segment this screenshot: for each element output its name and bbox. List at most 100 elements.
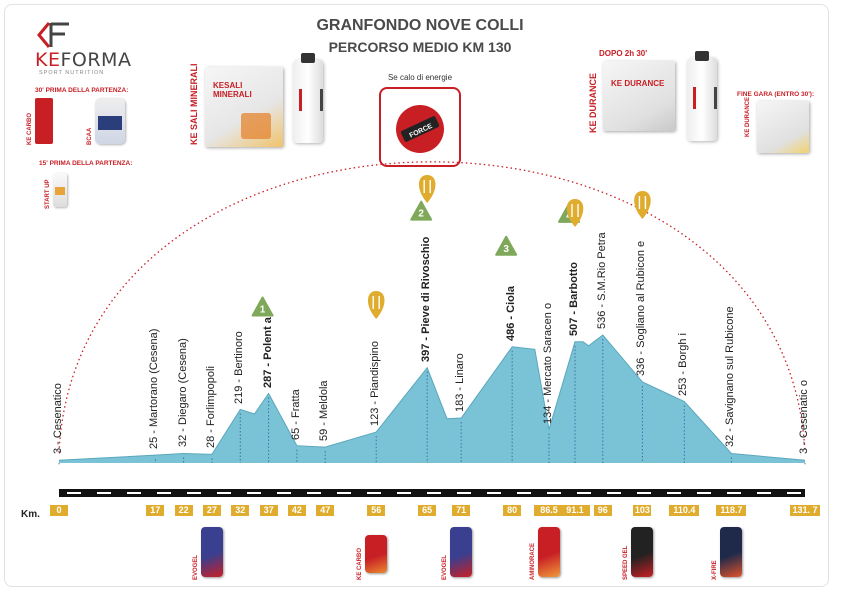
gel-product-label: AMINORACE — [529, 543, 536, 580]
feed-station-icon — [418, 175, 436, 203]
feed-station-markers — [367, 175, 651, 319]
km-label: 91.1 — [560, 505, 591, 516]
energy-label: Se calo di energie — [387, 73, 453, 82]
gel-product-image — [631, 527, 654, 577]
km-label: 80 — [503, 505, 522, 516]
location-label: 32 - Diegaro (Cesena) — [176, 338, 189, 448]
road-dash — [217, 492, 231, 494]
km-label: 96 — [593, 505, 612, 516]
feed-pin — [367, 291, 385, 319]
road-dashes — [67, 492, 801, 494]
road-dash — [757, 492, 771, 494]
pre-race-15-label: 15' PRIMA DELLA PARTENZA: — [39, 160, 133, 167]
fork-knife-glyph — [423, 180, 431, 193]
energy-product-box: FORCE — [379, 87, 461, 167]
road-dash — [277, 492, 291, 494]
location-label: 65 - Fratta — [289, 388, 302, 440]
location-label: 287 - Polent a — [261, 316, 274, 388]
location-label: 123 - Piandispino — [369, 341, 382, 427]
location-label: 3 - Cesenatic o — [798, 380, 810, 455]
climb-markers: 1234 — [251, 200, 581, 317]
gel-product-image — [450, 527, 473, 577]
brand-tagline: SPORT NUTRITION — [39, 70, 105, 76]
kesali-box-image: KESALI MINERALI — [205, 67, 283, 147]
road-dash — [247, 492, 261, 494]
road-dash — [547, 492, 561, 494]
brand-name: KEFORMA — [35, 49, 132, 71]
location-label: 253 - Borgh i — [677, 332, 690, 396]
durance-box-text: KE DURANCE — [611, 79, 665, 88]
keforma-logo-icon — [37, 22, 69, 48]
elevation-profile-area — [59, 335, 805, 463]
gel-product-image — [720, 527, 743, 577]
km-label: 42 — [287, 505, 306, 516]
ke-carbo-bar-image — [35, 98, 53, 144]
road-dash — [307, 492, 321, 494]
location-label: 507 - Barbotto — [568, 261, 581, 336]
road-dash — [157, 492, 171, 494]
location-label: 59 - Meldola — [318, 380, 331, 442]
force-sachet-icon: FORCE — [396, 105, 444, 153]
km-label: 17 — [146, 505, 165, 516]
fork-knife-glyph — [372, 296, 380, 309]
fork-knife-glyph — [571, 204, 579, 217]
feed-pin — [634, 191, 651, 219]
fine-gara-label: FINE GARA (ENTRO 30'): — [737, 91, 815, 98]
fork-knife-glyph — [638, 196, 647, 209]
km-label: 118.7 — [716, 505, 747, 516]
km-label: 27 — [202, 505, 221, 516]
road-dash — [727, 492, 741, 494]
km-label: 37 — [259, 505, 278, 516]
km-label: 47 — [316, 505, 335, 516]
route-profile-chart: 1234 — [58, 161, 806, 497]
road-dash — [637, 492, 651, 494]
km-label: 56 — [367, 505, 386, 516]
route-card: KEFORMA SPORT NUTRITION GRANFONDO NOVE C… — [4, 4, 829, 587]
page-title: GRANFONDO NOVE COLLI — [316, 17, 524, 34]
gel-product-label: EVOGEL — [192, 554, 199, 580]
location-label: 336 - Sogliano al Rubicon e — [635, 240, 648, 376]
durance-bottle-image — [687, 51, 717, 141]
road-dash — [607, 492, 621, 494]
bcaa-jar-image — [95, 98, 125, 144]
climb-triangle — [410, 200, 433, 221]
road-dash — [367, 492, 381, 494]
durance-small-box-image — [757, 101, 809, 153]
road-dash — [577, 492, 591, 494]
road-dash — [697, 492, 711, 494]
climb-triangle — [495, 235, 518, 256]
gel-product-label: SPEED GEL — [623, 545, 630, 580]
climb-triangle — [251, 296, 274, 317]
road-dash — [427, 492, 441, 494]
gel-product-image — [537, 527, 560, 577]
km-label: 71 — [452, 505, 471, 516]
climb-number: 3 — [503, 244, 509, 255]
km-label: 32 — [231, 505, 250, 516]
location-label: 183 - Linaro — [454, 353, 467, 412]
road-dash — [457, 492, 471, 494]
location-label: 397 - Pieve di Rivoschio — [420, 236, 433, 362]
location-label: 536 - S.M.Rio Petra — [595, 232, 608, 329]
km-axis-label: Km. — [21, 509, 40, 520]
road-dash — [487, 492, 501, 494]
feed-pin — [418, 175, 436, 203]
gel-product-label: KE CARBO — [357, 547, 364, 580]
road-dash — [667, 492, 681, 494]
climb-number: 2 — [418, 209, 424, 220]
location-label: 32 - Savignano sul Rubicone — [724, 306, 737, 448]
start-up-vial-image — [53, 173, 67, 207]
location-label: 3 - Cesenatico — [52, 383, 64, 455]
km-label: 110.4 — [669, 505, 700, 516]
road-dash — [397, 492, 411, 494]
location-label: 219 - Bertinoro — [233, 330, 246, 404]
dopo-label: DOPO 2h 30' — [599, 49, 648, 58]
km-label: 103 — [633, 505, 652, 516]
road-dash — [787, 492, 801, 494]
feed-station-icon — [566, 199, 584, 227]
page-subtitle: PERCORSO MEDIO KM 130 — [328, 39, 512, 55]
feed-pin — [566, 199, 584, 227]
km-label: 86.5 — [533, 505, 564, 516]
location-label: 486 - Ciola — [505, 285, 518, 341]
durance-box-image: KE DURANCE — [603, 61, 675, 131]
feed-station-icon — [367, 291, 385, 319]
